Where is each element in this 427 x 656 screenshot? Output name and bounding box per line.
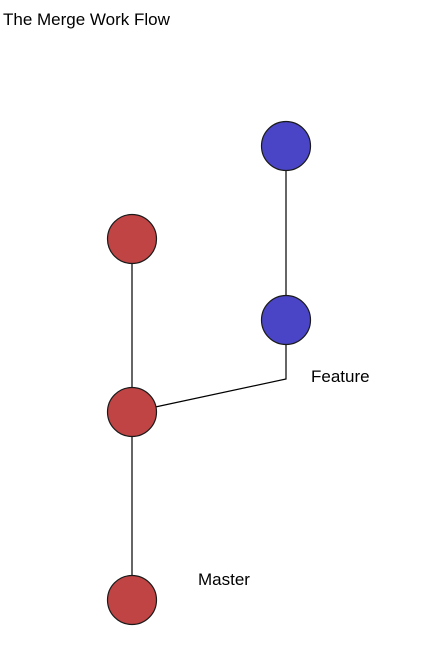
master-branch-label: Master xyxy=(198,570,250,589)
feature-head-commit-node xyxy=(260,120,312,172)
master-merge-commit-node xyxy=(106,386,158,438)
master-base-commit-node xyxy=(106,574,158,626)
diagram-title: The Merge Work Flow xyxy=(3,10,170,29)
master-commit-node xyxy=(106,213,158,265)
feature-commit-node xyxy=(260,294,312,346)
feature-branch-label: Feature xyxy=(311,367,370,386)
edge-branch-to-feature xyxy=(131,320,287,413)
